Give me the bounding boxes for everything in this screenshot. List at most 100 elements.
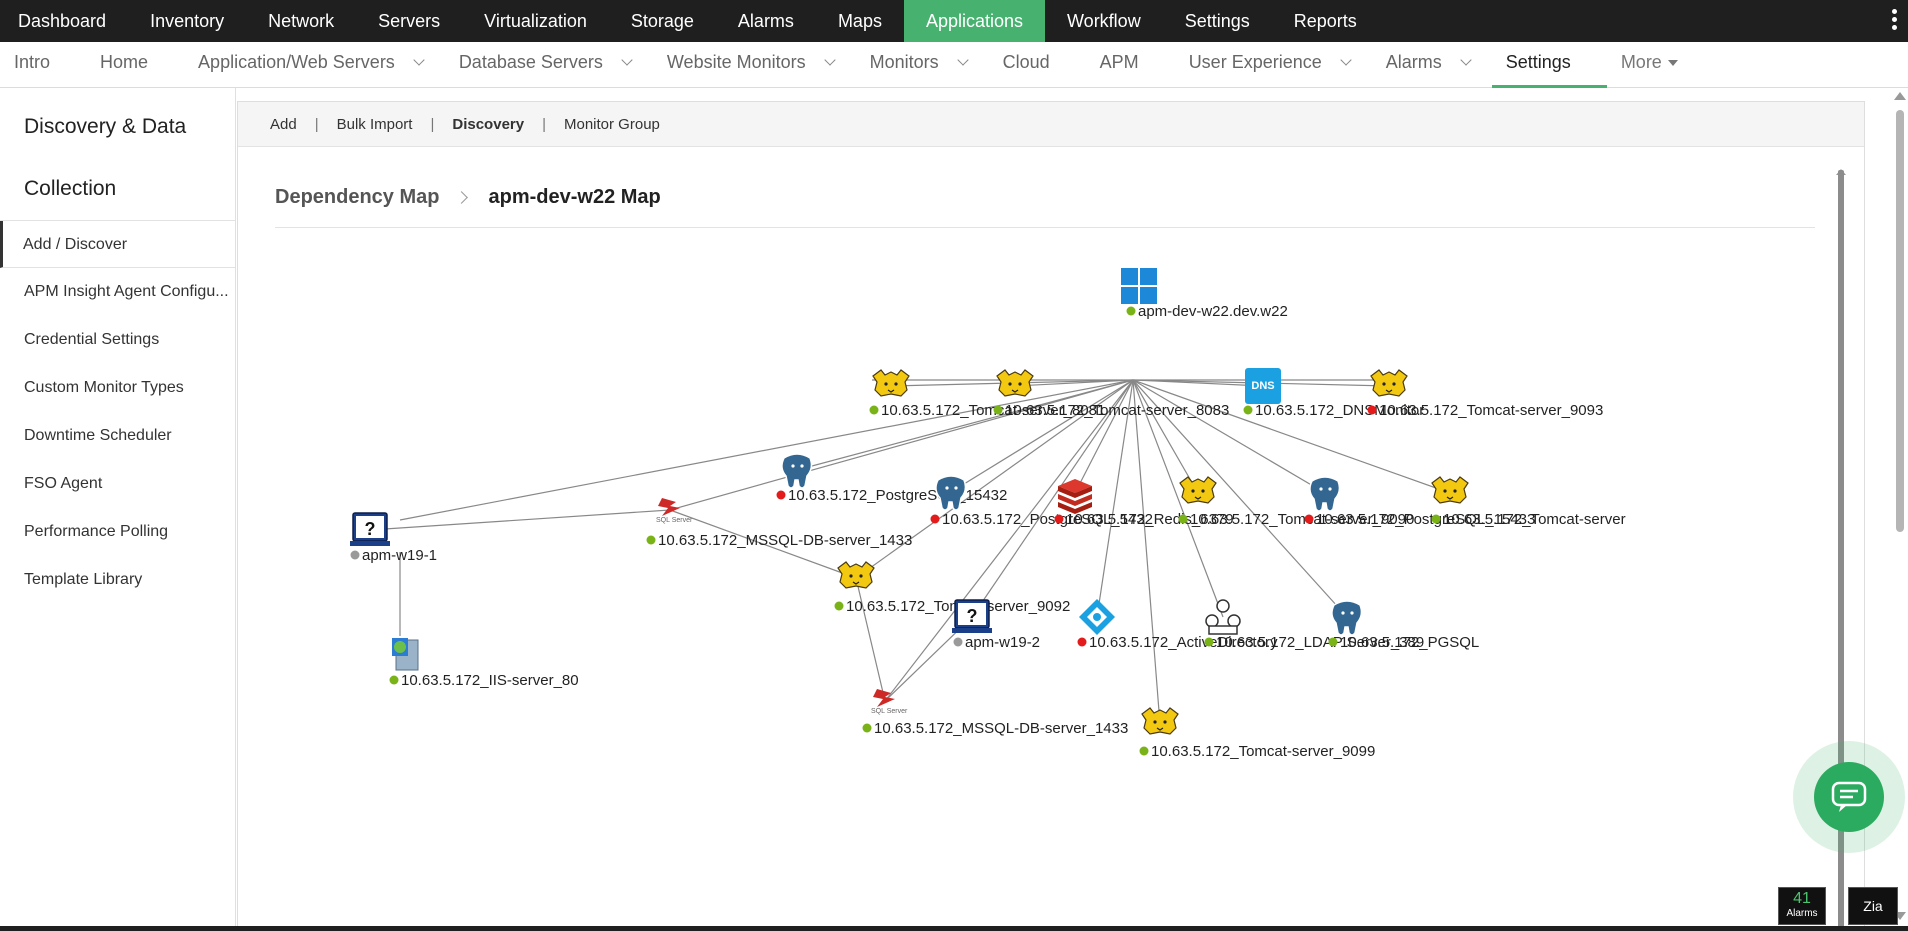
tomcat-icon[interactable] xyxy=(1431,476,1469,504)
active-directory-icon[interactable] xyxy=(1079,599,1115,635)
add-link[interactable]: Add xyxy=(270,115,297,133)
map-node[interactable]: 10.63.5.172_IIS-server_80 xyxy=(389,637,579,689)
map-node-label[interactable]: apm-dev-w22.dev.w22 xyxy=(1138,303,1288,320)
map-node-label[interactable]: 10.63.5.172_DNSMonitor xyxy=(1255,402,1424,419)
topnav-alarms[interactable]: Alarms xyxy=(737,11,794,31)
map-node-label[interactable]: 10.63.5.172_PostgreSQL_15432 xyxy=(788,487,1007,504)
map-node-label[interactable]: 10.63.5.172_LDAP Server_389 xyxy=(1216,634,1424,651)
toolbar-separator: | xyxy=(430,115,435,133)
map-node[interactable]: 10.63.5.172_PostgreSQL_5432 xyxy=(930,475,1154,528)
subnav-cloud[interactable]: Cloud xyxy=(989,42,1086,88)
subnav-settings[interactable]: Settings xyxy=(1491,42,1607,88)
topnav-inventory[interactable]: Inventory xyxy=(150,11,225,31)
subnav-website-monitors[interactable]: Website Monitors xyxy=(653,42,856,88)
topnav-reports[interactable]: Reports xyxy=(1293,11,1357,31)
topnav-servers[interactable]: Servers xyxy=(378,11,441,31)
status-dot-icon xyxy=(1054,514,1064,524)
map-node[interactable]: 10.63.5.172_LDAP Server_389 xyxy=(1204,599,1425,651)
tomcat-icon[interactable] xyxy=(1179,476,1217,504)
map-node-label[interactable]: 10.63.5.172_ActiveDirectory xyxy=(1089,634,1278,651)
sidebar-item-add-discover[interactable]: Add / Discover xyxy=(0,221,235,268)
map-node-label[interactable]: 10.63.5.172_Tomcat-server_9090 xyxy=(1190,511,1414,528)
monitor-group-link[interactable]: Monitor Group xyxy=(564,115,660,133)
map-node[interactable]: 10.63.5.172_Tomcat-server_9093 xyxy=(1367,369,1604,419)
topnav-dashboard[interactable]: Dashboard xyxy=(18,11,107,31)
map-node[interactable]: 10.63.5.172_Tomcat-server xyxy=(1431,476,1626,528)
windows-icon[interactable] xyxy=(1121,268,1157,304)
subnav-intro[interactable]: Intro xyxy=(0,42,86,88)
map-node[interactable]: 10.63.5.172_MSSQL-DB-server_1433 xyxy=(862,689,1129,737)
map-node[interactable]: 10.63.5.172_Tomcat-server_8083 xyxy=(993,369,1230,419)
more-options-icon[interactable] xyxy=(1892,9,1898,33)
iis-icon[interactable] xyxy=(391,637,419,671)
topnav-maps[interactable]: Maps xyxy=(837,11,882,31)
page-scroll-up-arrow-icon[interactable] xyxy=(1894,92,1906,100)
sqlserver-icon[interactable] xyxy=(871,689,908,715)
postgres-icon[interactable] xyxy=(935,475,967,511)
map-node[interactable]: 10.63.5.172_MSSQL-DB-server_1433 xyxy=(646,498,913,549)
map-node-label[interactable]: 10.63.5.172_Tomcat-server_8081 xyxy=(881,402,1105,419)
map-node-label[interactable]: 10.63.5.172_PostgreSQL_15433 xyxy=(1316,511,1535,528)
page-scrollbar[interactable] xyxy=(1896,110,1904,532)
map-node-label[interactable]: 10.63.5.172_Redis_6379 xyxy=(1066,511,1234,528)
map-node[interactable]: 10.63.5.172_Tomcat-server_9092 xyxy=(834,561,1071,615)
map-node-label[interactable]: apm-w19-2 xyxy=(965,634,1040,651)
subnav-monitors[interactable]: Monitors xyxy=(856,42,989,88)
postgres-icon[interactable] xyxy=(781,453,813,489)
discovery-link[interactable]: Discovery xyxy=(452,115,525,133)
topnav-applications[interactable]: Applications xyxy=(903,0,1046,42)
redis-icon[interactable] xyxy=(1058,479,1092,514)
tomcat-icon[interactable] xyxy=(872,369,910,397)
map-node[interactable]: apm-dev-w22.dev.w22 xyxy=(1121,268,1288,320)
tomcat-icon[interactable] xyxy=(996,369,1034,397)
unknown-host-icon[interactable] xyxy=(951,599,993,634)
alarms-badge[interactable]: 41 Alarms xyxy=(1778,887,1826,925)
map-node[interactable]: 10.63.5.172_Redis_6379 xyxy=(1054,479,1234,528)
status-dot-icon xyxy=(869,405,879,415)
topnav-workflow[interactable]: Workflow xyxy=(1067,11,1141,31)
map-node[interactable]: 10.63.5.172_Tomcat-server_9099 xyxy=(1139,707,1376,760)
subnav-database-servers[interactable]: Database Servers xyxy=(445,42,653,88)
map-node-label[interactable]: 10.63.5.172_PostgreSQL_5432 xyxy=(942,511,1153,528)
map-node-label[interactable]: 10.63.5.172_MSSQL-DB-server_1433 xyxy=(658,532,912,549)
subnav-application-web-servers[interactable]: Application/Web Servers xyxy=(184,42,445,88)
tomcat-icon[interactable] xyxy=(1141,707,1179,735)
dns-icon[interactable] xyxy=(1245,368,1281,404)
map-node-label[interactable]: 10.63.5.172_PGSQL xyxy=(1340,634,1479,651)
map-node-label[interactable]: 10.63.5.172_IIS-server_80 xyxy=(401,672,579,689)
map-node-label[interactable]: 10.63.5.172_Tomcat-server xyxy=(1443,511,1626,528)
map-node-label[interactable]: 10.63.5.172_Tomcat-server_8083 xyxy=(1005,402,1229,419)
postgres-icon[interactable] xyxy=(1309,476,1341,512)
map-node-label[interactable]: 10.63.5.172_MSSQL-DB-server_1433 xyxy=(874,720,1128,737)
subnav-alarms[interactable]: Alarms xyxy=(1372,42,1492,88)
inner-scrollbar[interactable] xyxy=(1838,170,1844,931)
postgres-icon[interactable] xyxy=(1331,600,1363,636)
map-node[interactable]: apm-w19-2 xyxy=(951,599,1040,651)
map-node[interactable]: 10.63.5.172_DNSMonitor xyxy=(1243,368,1425,419)
zia-assistant-button[interactable]: Zia xyxy=(1848,887,1898,925)
subnav-home[interactable]: Home xyxy=(86,42,184,88)
map-node[interactable]: 10.63.5.172_ActiveDirectory xyxy=(1077,599,1278,651)
topnav-virtualization[interactable]: Virtualization xyxy=(484,11,587,31)
unknown-host-icon[interactable] xyxy=(349,512,391,547)
map-node[interactable]: 10.63.5.172_PGSQL xyxy=(1328,600,1480,651)
page-scroll-down-arrow-icon[interactable] xyxy=(1894,912,1906,920)
subnav-apm[interactable]: APM xyxy=(1086,42,1175,88)
map-node-label[interactable]: 10.63.5.172_Tomcat-server_9093 xyxy=(1379,402,1603,419)
topnav-settings[interactable]: Settings xyxy=(1184,11,1250,31)
map-node-label[interactable]: apm-w19-1 xyxy=(362,547,437,564)
subnav-user-experience[interactable]: User Experience xyxy=(1175,42,1372,88)
tomcat-icon[interactable] xyxy=(1370,369,1408,397)
chat-button[interactable] xyxy=(1814,762,1884,832)
map-node[interactable]: apm-w19-1 xyxy=(349,512,437,564)
bulk-import-link[interactable]: Bulk Import xyxy=(336,115,413,133)
tomcat-icon[interactable] xyxy=(837,561,875,589)
map-node[interactable]: 10.63.5.172_PostgreSQL_15433 xyxy=(1304,476,1536,528)
map-node[interactable]: 10.63.5.172_Tomcat-server_9090 xyxy=(1178,476,1415,528)
map-node[interactable]: 10.63.5.172_Tomcat-server_8081 xyxy=(869,369,1106,419)
subnav-more[interactable]: More xyxy=(1607,42,1678,88)
topnav-storage[interactable]: Storage xyxy=(630,11,694,31)
topnav-network[interactable]: Network xyxy=(268,11,335,31)
breadcrumb-dependency-map[interactable]: Dependency Map xyxy=(275,186,440,208)
map-node-label[interactable]: 10.63.5.172_Tomcat-server_9099 xyxy=(1151,743,1375,760)
